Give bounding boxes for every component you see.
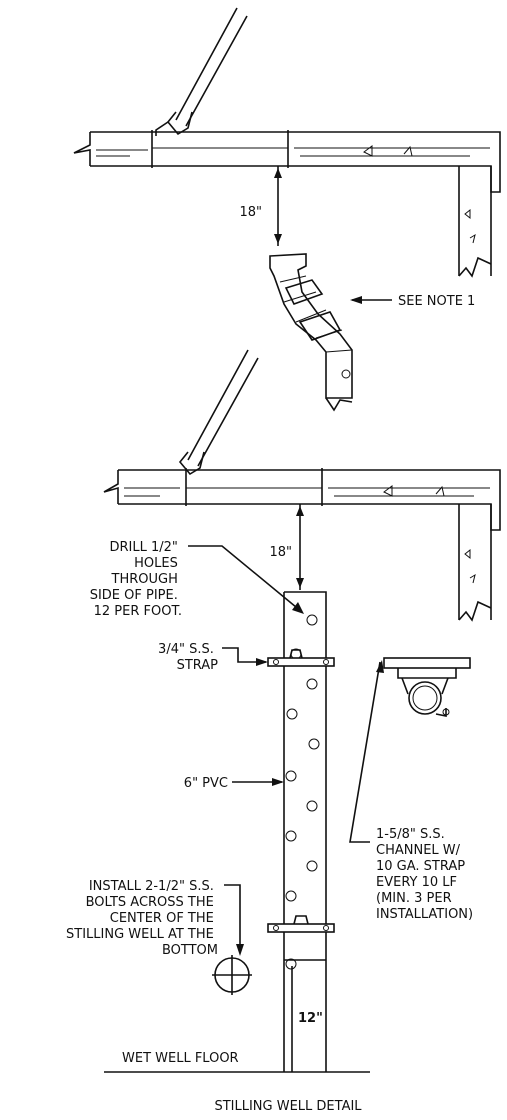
drill-label-line: 12 PER FOOT. (94, 604, 182, 619)
bolts-label-line: STILLING WELL AT THE (66, 927, 214, 942)
channel-label: 1-5/8" S.S. CHANNEL W/ 10 GA. STRAP EVER… (376, 827, 473, 922)
channel-leader (349, 660, 384, 843)
stilling-well-pipe (267, 591, 335, 1072)
channel-label-line: 10 GA. STRAP (376, 859, 465, 874)
top-dimension-label: 18" (239, 205, 262, 220)
wet-well-floor-label: WET WELL FLOOR (122, 1051, 239, 1066)
drill-label-line: DRILL 1/2" (109, 540, 177, 555)
channel-strap-detail (383, 657, 471, 717)
bolts-label: INSTALL 2-1/2" S.S. BOLTS ACROSS THE CEN… (66, 879, 218, 958)
bolts-label-line: BOTTOM (162, 943, 218, 958)
bolts-label-line: CENTER OF THE (110, 911, 214, 926)
see-note-leader (350, 296, 392, 304)
pvc-label: 6" PVC (184, 776, 228, 791)
drill-label-line: THROUGH (111, 572, 178, 587)
channel-label-line: CHANNEL W/ (376, 843, 461, 858)
bolts-label-line: BOLTS ACROSS THE (86, 895, 214, 910)
strap-label: 3/4" S.S. STRAP (158, 642, 218, 673)
strap-label-line: 3/4" S.S. (158, 642, 214, 657)
drill-leader (188, 545, 304, 614)
bolt-detail (212, 955, 252, 995)
strap-leader (222, 647, 268, 666)
drill-label: DRILL 1/2" HOLES THROUGH SIDE OF PIPE. 1… (90, 540, 182, 619)
top-dimension (274, 166, 282, 246)
channel-label-line: 1-5/8" S.S. (376, 827, 445, 842)
see-note-label: SEE NOTE 1 (398, 294, 475, 309)
bolts-leader (224, 884, 244, 956)
drill-label-line: SIDE OF PIPE. (90, 588, 178, 603)
channel-label-line: (MIN. 3 PER (376, 891, 452, 906)
channel-label-line: EVERY 10 LF (376, 875, 457, 890)
drill-label-line: HOLES (134, 556, 178, 571)
middle-dimension (296, 504, 304, 590)
middle-slab (103, 349, 501, 622)
bolts-label-line: INSTALL 2-1/2" S.S. (89, 879, 214, 894)
pvc-leader (232, 778, 284, 786)
middle-dimension-label: 18" (269, 545, 292, 560)
top-slab (73, 7, 501, 278)
bottom-dimension-label: 12" (298, 1011, 323, 1026)
drawing-title: STILLING WELL DETAIL (214, 1099, 362, 1114)
channel-label-line: INSTALLATION) (376, 907, 473, 922)
elbow-pipe (269, 253, 353, 412)
strap-label-line: STRAP (177, 658, 219, 673)
